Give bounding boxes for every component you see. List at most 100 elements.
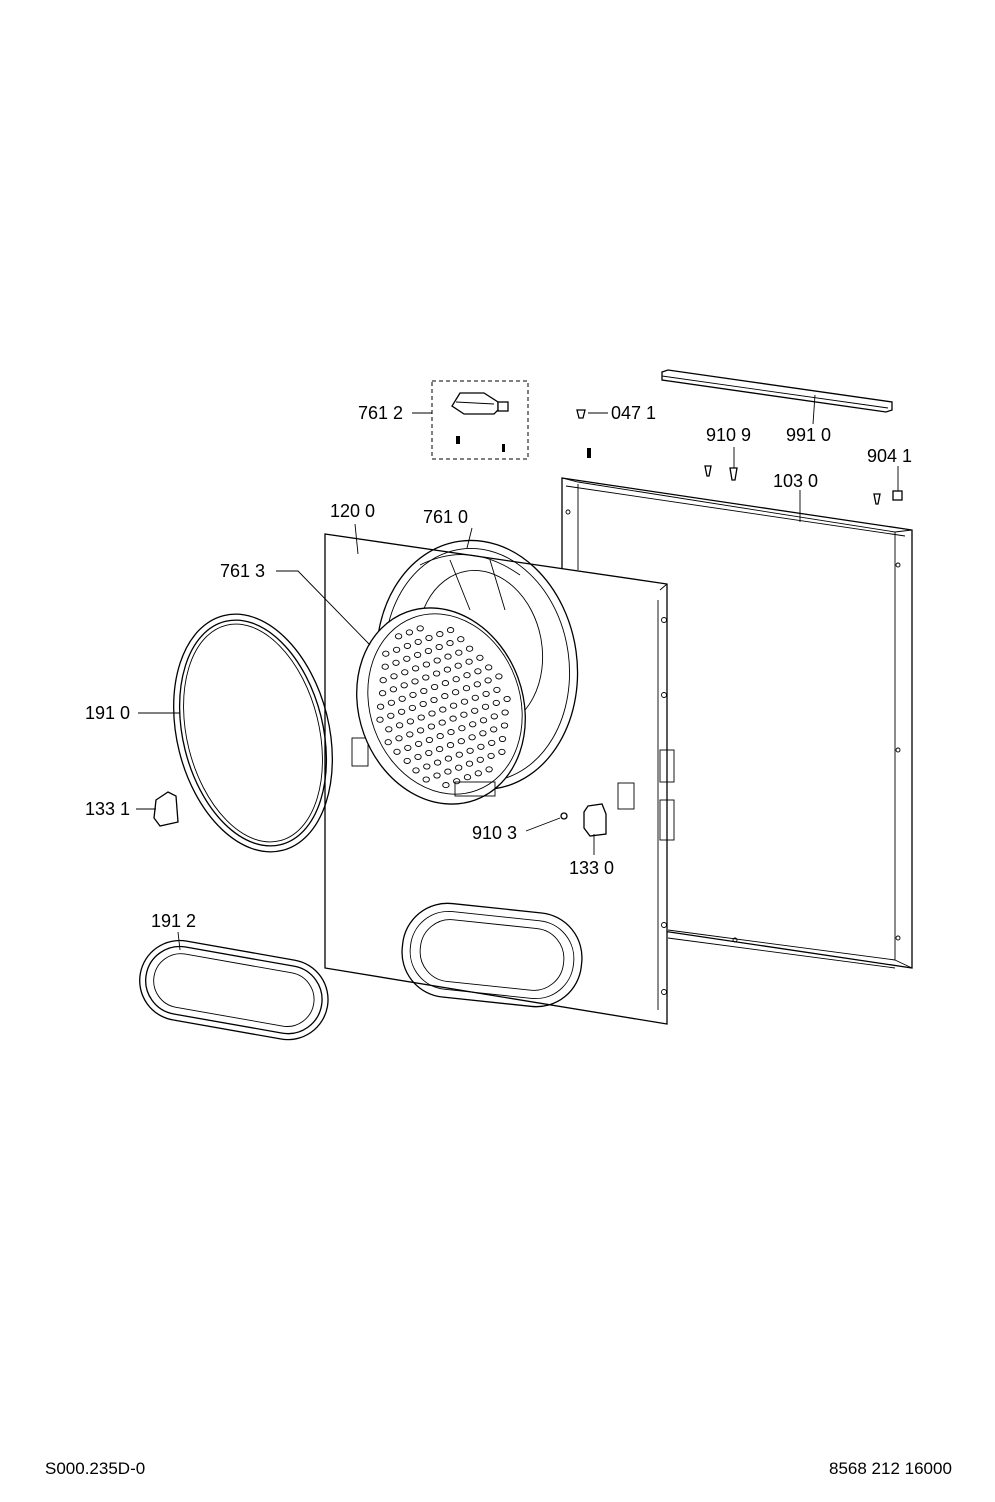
- filter-hole: [389, 686, 398, 693]
- filter-hole: [387, 712, 395, 719]
- filter-hole: [482, 690, 490, 697]
- filter-hole: [376, 716, 384, 723]
- filter-hole: [476, 654, 484, 661]
- filter-hole: [422, 661, 431, 668]
- filter-hole: [446, 742, 455, 749]
- filter-hole: [390, 673, 398, 680]
- fasteners: [153, 409, 903, 837]
- filter-hole: [465, 645, 474, 652]
- filter-hole: [457, 738, 465, 745]
- drawing-code: S000.235D-0: [45, 1459, 146, 1478]
- filter-hole: [444, 768, 452, 775]
- filter-hole: [438, 719, 446, 726]
- filter-hole: [422, 776, 430, 783]
- filter-hole: [401, 669, 409, 676]
- filter-hole: [479, 717, 488, 724]
- filter-hole: [465, 760, 474, 767]
- filter-hole: [423, 763, 431, 770]
- filter-hole: [419, 700, 427, 708]
- filter-hole: [498, 735, 507, 743]
- filter-hole: [463, 774, 472, 781]
- filter-hole: [446, 640, 454, 647]
- hinge-kit-761-2: [431, 380, 529, 460]
- filter-hole: [376, 703, 385, 710]
- filter-hole: [442, 782, 450, 789]
- filter-hole: [473, 681, 481, 688]
- filter-hole: [425, 736, 434, 744]
- filter-hole: [460, 698, 469, 705]
- filter-hole: [449, 702, 458, 709]
- filter-hole: [393, 748, 401, 755]
- filter-hole: [462, 685, 471, 692]
- filter-hole: [465, 658, 473, 665]
- filter-hole: [398, 695, 406, 702]
- filter-hole: [392, 646, 401, 653]
- label-761-0: 761 0: [423, 507, 469, 527]
- filter-hole: [444, 653, 452, 660]
- filter-hole: [436, 733, 444, 740]
- filter-hole: [430, 683, 439, 691]
- filter-hole: [458, 725, 466, 732]
- filter-hole: [409, 691, 417, 698]
- label-133-0: 133 0: [569, 858, 615, 878]
- label-761-2: 761 2: [358, 403, 404, 423]
- filter-hole: [485, 664, 493, 671]
- label-191-0: 191 0: [85, 703, 131, 723]
- filter-hole: [394, 633, 403, 640]
- filter-hole: [471, 707, 479, 714]
- label-103-0: 103 0: [773, 471, 819, 491]
- filter-hole: [425, 749, 433, 757]
- label-904-1: 904 1: [867, 446, 913, 466]
- filter-hole: [498, 748, 506, 755]
- filter-hole: [413, 651, 422, 658]
- vent-seal-191-2: [139, 939, 329, 1041]
- filter-hole: [466, 747, 474, 754]
- filter-hole: [411, 678, 419, 685]
- filter-hole: [428, 710, 436, 717]
- filter-hole: [425, 634, 433, 642]
- filter-hole: [432, 670, 441, 677]
- filter-hole: [414, 740, 423, 747]
- filter-hole: [403, 655, 411, 662]
- filter-hole: [455, 751, 463, 758]
- label-120-0: 120 0: [330, 501, 376, 521]
- filter-hole: [404, 744, 412, 751]
- label-910-9: 910 9: [706, 425, 752, 445]
- filter-hole: [479, 730, 487, 737]
- filter-hole: [455, 764, 463, 771]
- filter-hole: [476, 756, 484, 763]
- filter-hole: [457, 636, 465, 643]
- filter-hole: [455, 649, 463, 656]
- filter-hole: [487, 752, 495, 759]
- filter-hole: [474, 770, 482, 777]
- filter-hole: [447, 729, 455, 736]
- filter-hole: [406, 718, 415, 725]
- filter-hole: [493, 686, 501, 693]
- filter-hole: [460, 711, 468, 718]
- filter-hole: [446, 627, 455, 634]
- filter-hole: [379, 677, 387, 684]
- filter-hole: [435, 643, 443, 651]
- filter-hole: [387, 699, 396, 706]
- filter-hole: [469, 721, 477, 728]
- filter-hole: [433, 772, 441, 779]
- filter-hole: [433, 657, 441, 664]
- filter-hole: [500, 722, 509, 729]
- filter-hole: [416, 727, 425, 734]
- filter-hole: [451, 689, 460, 696]
- filter-hole: [424, 647, 433, 655]
- filter-hole: [449, 715, 457, 722]
- leader-lines: [136, 394, 899, 951]
- filter-hole: [411, 665, 420, 672]
- filter-hole: [382, 650, 390, 657]
- filter-hole: [412, 767, 420, 774]
- filter-hole: [468, 734, 476, 741]
- label-910-3: 910 3: [472, 823, 518, 843]
- door-seal-191-0: [173, 613, 333, 853]
- filter-hole: [474, 668, 482, 675]
- filter-hole: [414, 753, 422, 760]
- filter-hole: [395, 722, 404, 729]
- filter-hole: [441, 693, 449, 700]
- filter-hole: [435, 746, 444, 753]
